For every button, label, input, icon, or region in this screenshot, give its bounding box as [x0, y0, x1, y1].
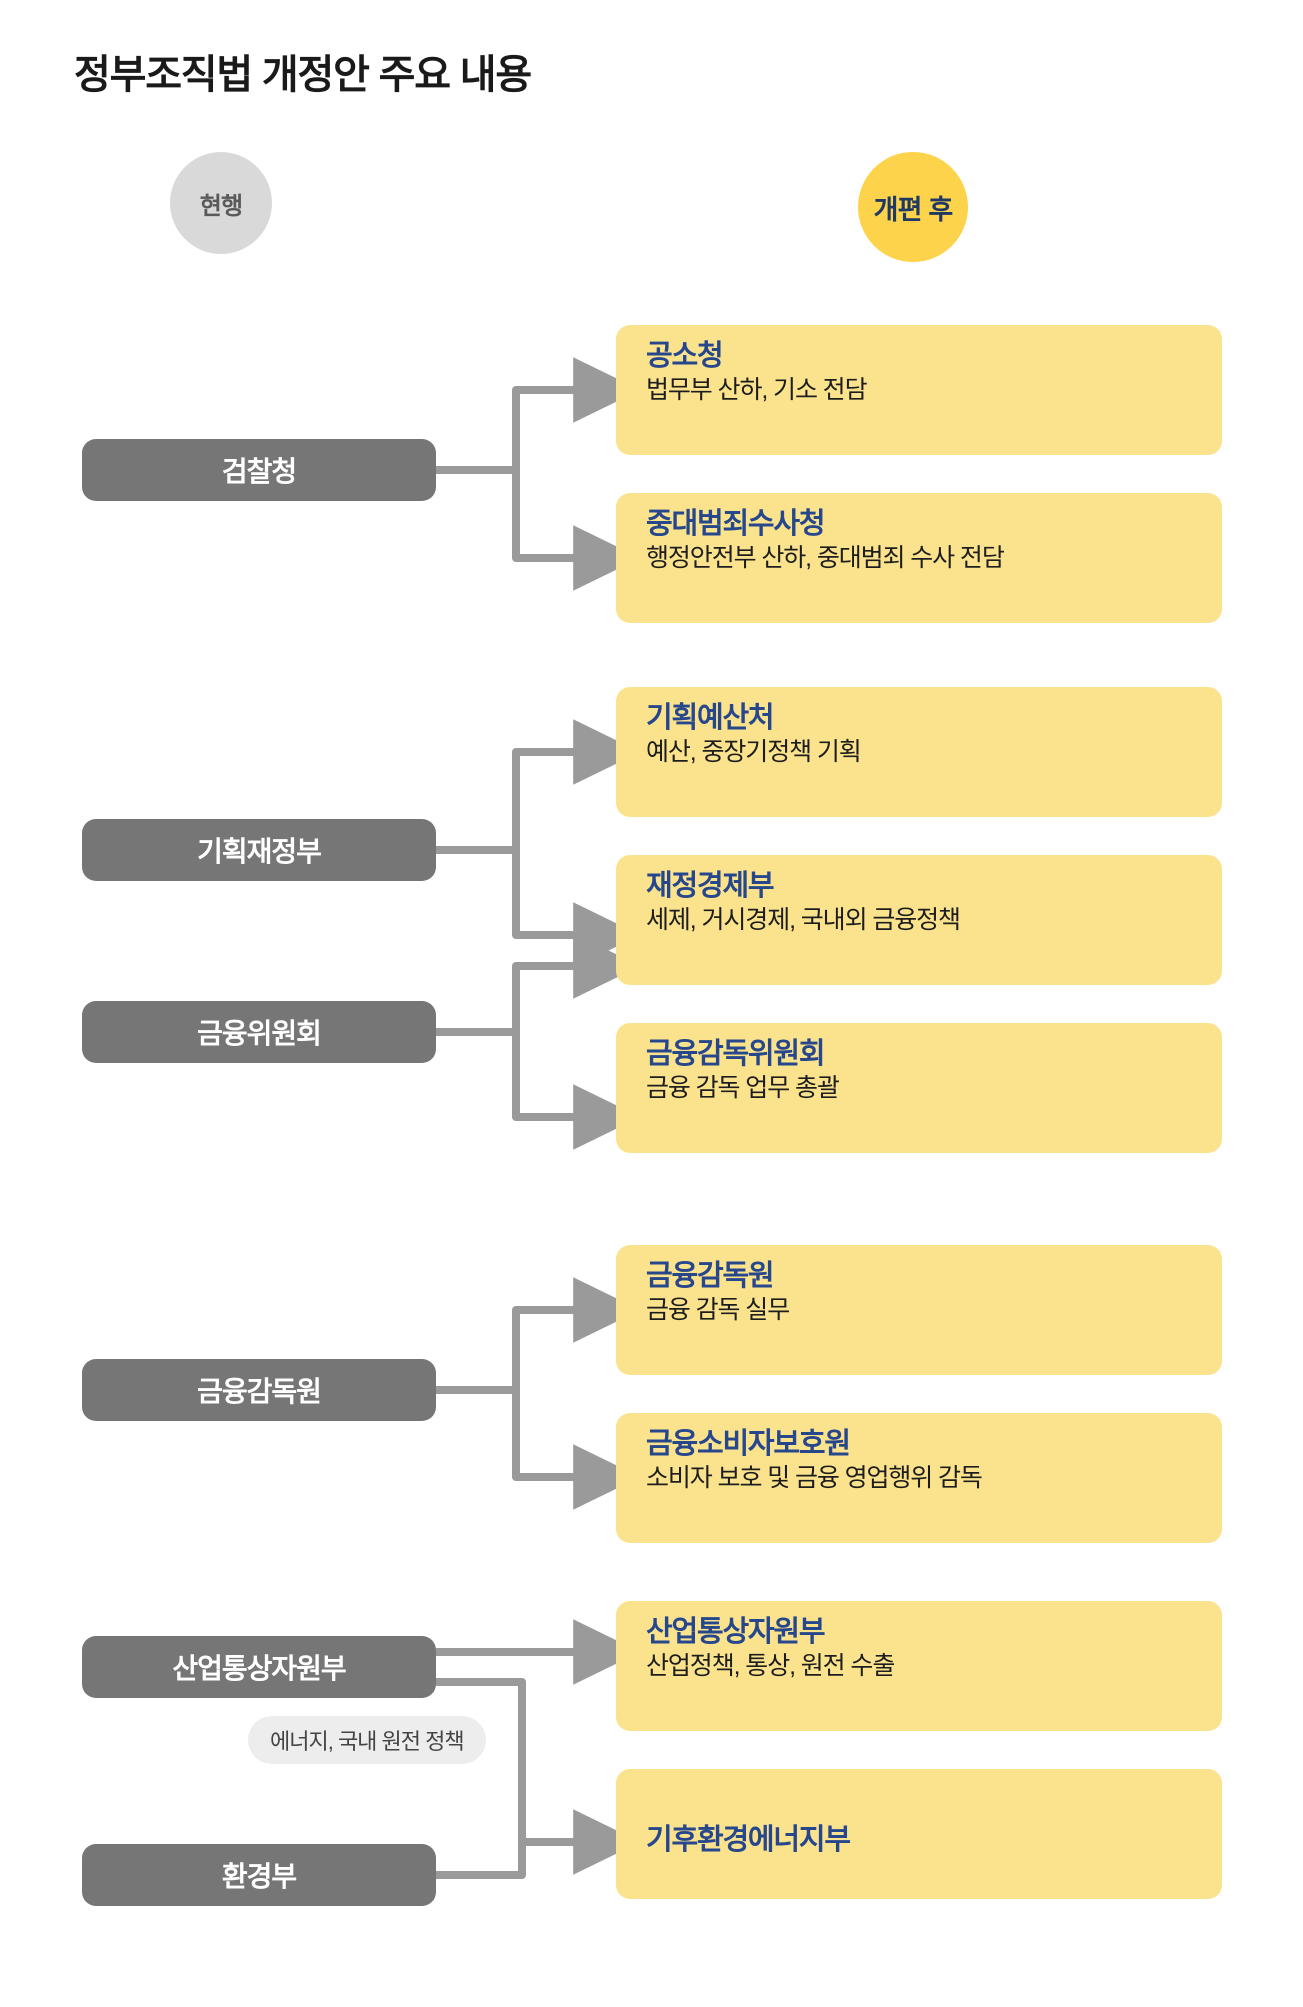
target-card-title: 금융소비자보호원 — [646, 1428, 851, 1460]
wire-g2b-to-1 — [512, 933, 641, 1032]
header-badge-new: 개편 후 — [858, 152, 968, 262]
target-card-title: 금융감독위원회 — [646, 1038, 826, 1070]
target-card-desc: 법무부 산하, 기소 전담 — [646, 376, 868, 405]
wire-g4b-to-2 — [436, 1809, 641, 1879]
target-card-title: 중대범죄수사청 — [646, 508, 826, 540]
wire-g2a-to-1 — [512, 719, 641, 850]
target-card-desc: 예산, 중장기정책 기획 — [646, 738, 862, 767]
source-box-fss[interactable]: 금융감독원 — [82, 1359, 436, 1421]
source-box-environment[interactable]: 환경부 — [82, 1844, 436, 1906]
source-box-label: 환경부 — [221, 1861, 297, 1892]
target-card-budget-office[interactable]: 기획예산처 예산, 중장기정책 기획 — [616, 687, 1222, 817]
target-card-serious-crime[interactable]: 중대범죄수사청 행정안전부 산하, 중대범죄 수사 전담 — [616, 493, 1222, 623]
target-card-gongsocheong[interactable]: 공소청 법무부 산하, 기소 전담 — [616, 325, 1222, 455]
target-card-title: 공소청 — [646, 340, 724, 372]
target-card-desc: 산업정책, 통상, 원전 수출 — [646, 1652, 895, 1681]
source-box-moef[interactable]: 기획재정부 — [82, 819, 436, 881]
target-card-title: 금융감독원 — [646, 1260, 775, 1292]
target-card-desc: 소비자 보호 및 금융 영업행위 감독 — [646, 1464, 983, 1493]
source-box-label: 금융감독원 — [197, 1376, 322, 1407]
source-box-motie[interactable]: 산업통상자원부 — [82, 1636, 436, 1698]
source-box-label: 금융위원회 — [197, 1018, 322, 1049]
annotation-energy-policy-label: 에너지, 국내 원전 정책 — [270, 1729, 465, 1754]
source-box-label: 산업통상자원부 — [172, 1653, 346, 1684]
target-card-desc: 금융 감독 업무 총괄 — [646, 1074, 840, 1103]
annotation-energy-policy: 에너지, 국내 원전 정책 — [248, 1716, 486, 1764]
wire-g2a-to-2 — [512, 850, 641, 968]
target-card-climate-energy[interactable]: 기후환경에너지부 — [616, 1769, 1222, 1899]
target-card-finance-economy[interactable]: 재정경제부 세제, 거시경제, 국내외 금융정책 — [616, 855, 1222, 985]
header-badge-new-label: 개편 후 — [873, 194, 954, 225]
target-card-title: 재정경제부 — [646, 870, 775, 902]
page-title: 정부조직법 개정안 주요 내용 — [74, 53, 532, 97]
wire-g3-to-2 — [512, 1390, 641, 1510]
target-card-desc: 세제, 거시경제, 국내외 금융정책 — [646, 906, 961, 935]
target-card-consumer-protection[interactable]: 금융소비자보호원 소비자 보호 및 금융 영업행위 감독 — [616, 1413, 1222, 1543]
wire-g3-to-1 — [512, 1277, 641, 1390]
target-card-title: 기획예산처 — [646, 702, 775, 734]
target-card-title: 기후환경에너지부 — [646, 1824, 851, 1857]
header-badge-current-label: 현행 — [199, 192, 243, 220]
header-badge-current: 현행 — [170, 152, 272, 254]
target-card-motie[interactable]: 산업통상자원부 산업정책, 통상, 원전 수출 — [616, 1601, 1222, 1731]
wire-g1-to-1 — [512, 357, 641, 470]
target-card-desc: 행정안전부 산하, 중대범죄 수사 전담 — [646, 544, 1005, 573]
source-box-label: 기획재정부 — [197, 836, 322, 867]
wire-g1-to-2 — [512, 470, 641, 591]
target-card-fsc-committee[interactable]: 금융감독위원회 금융 감독 업무 총괄 — [616, 1023, 1222, 1153]
source-box-fsc[interactable]: 금융위원회 — [82, 1001, 436, 1063]
source-box-prosecution[interactable]: 검찰청 — [82, 439, 436, 501]
target-card-desc: 금융 감독 실무 — [646, 1296, 790, 1325]
target-card-fss[interactable]: 금융감독원 금융 감독 실무 — [616, 1245, 1222, 1375]
wire-g2b-to-2 — [512, 1032, 641, 1150]
target-card-title: 산업통상자원부 — [646, 1616, 826, 1648]
source-box-label: 검찰청 — [221, 456, 297, 487]
